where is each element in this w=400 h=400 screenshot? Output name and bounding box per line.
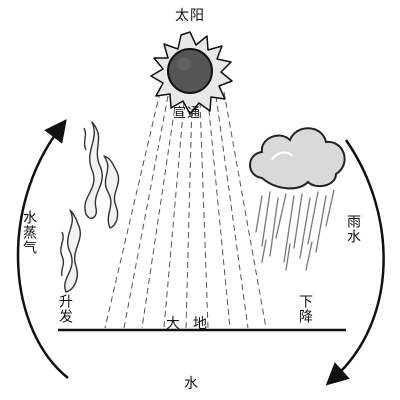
ground-label-da: 大 [166, 316, 180, 332]
cycle-arrow-up-icon [16, 119, 69, 379]
water-label: 水 [184, 376, 198, 392]
sun-icon [150, 31, 233, 115]
xuantong-label: 宣通 [173, 106, 202, 121]
fall-label: 下降 [297, 294, 313, 324]
water-vapor-label: 水蒸气 [21, 210, 37, 255]
rise-label: 升发 [57, 294, 73, 324]
rain-streaks-icon [255, 189, 335, 271]
sunlight-beams [104, 91, 267, 329]
cloud-icon [249, 127, 346, 190]
rain-label: 雨水 [345, 214, 361, 244]
steam-wisps-icon [60, 121, 120, 293]
ground-label-di: 地 [193, 316, 207, 332]
cycle-arrow-down-icon [325, 139, 385, 386]
sun-label: 太阳 [175, 8, 205, 24]
